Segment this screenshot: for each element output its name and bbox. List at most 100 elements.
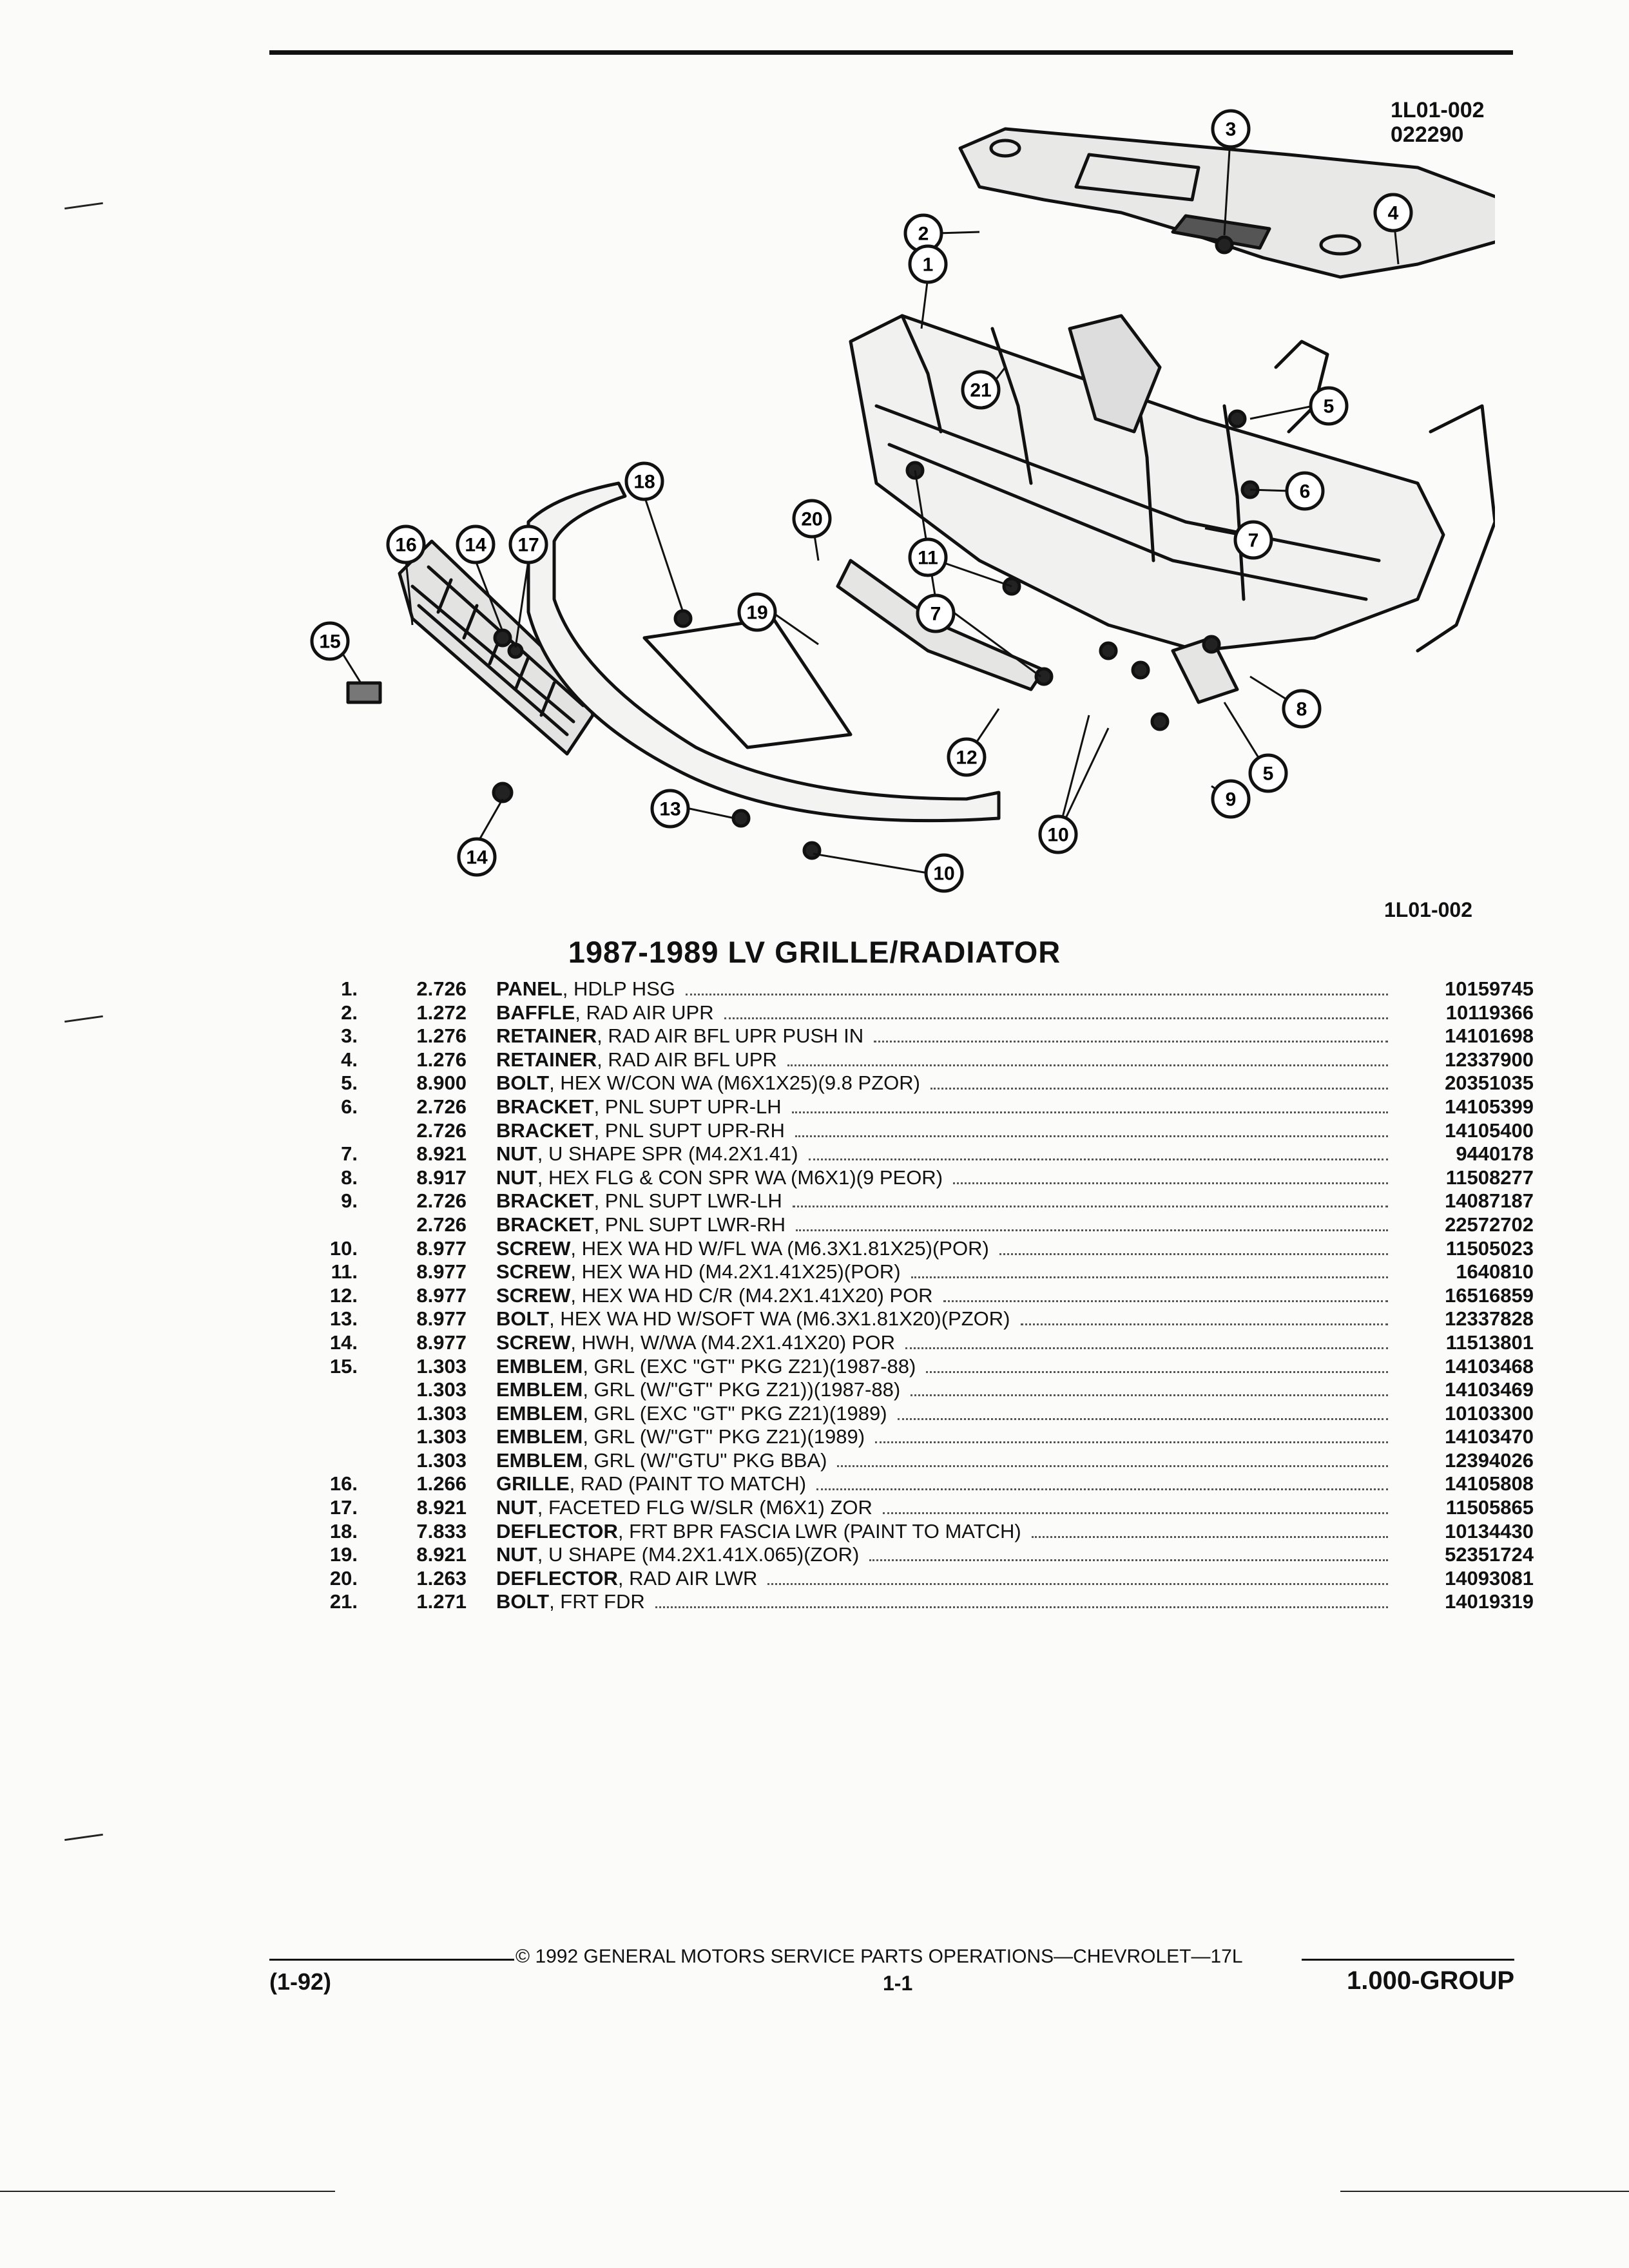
item-spec: , GRL (EXC "GT" PKG Z21)(1987-88) [583, 1354, 916, 1378]
footer-rule-right [1302, 1959, 1514, 1961]
item-name: DEFLECTOR [496, 1519, 618, 1542]
item-spec: , GRL (W/"GT" PKG Z21))(1987-88) [583, 1378, 901, 1401]
svg-text:21: 21 [970, 380, 991, 401]
item-spec: , HEX FLG & CON SPR WA (M6X1)(9 PEOR) [537, 1166, 943, 1189]
item-description: NUT, U SHAPE (M4.2X1.41X.065)(ZOR) 523517… [496, 1543, 1534, 1567]
item-spec: , FACETED FLG W/SLR (M6X1) ZOR [537, 1496, 872, 1519]
leader-dots [837, 1465, 1388, 1467]
leader-dots [1031, 1535, 1388, 1538]
svg-text:2: 2 [918, 224, 929, 245]
svg-text:20: 20 [801, 509, 822, 530]
item-spec: , U SHAPE (M4.2X1.41X.065)(ZOR) [537, 1543, 860, 1566]
item-spec: , HDLP HSG [562, 977, 675, 1000]
item-name: BRACKET [496, 1189, 594, 1213]
part-number: 14093081 [1445, 1566, 1534, 1590]
item-number: 15. [329, 1354, 358, 1378]
item-group-code: 1.276 [416, 1048, 467, 1071]
callout-16: 16 [386, 524, 426, 564]
part-number: 22572702 [1445, 1213, 1534, 1236]
item-group-code: 1.272 [416, 1001, 467, 1024]
callout-13: 13 [650, 789, 690, 829]
item-name: NUT [496, 1543, 537, 1566]
item-name: EMBLEM [496, 1354, 583, 1378]
item-number: 17. [329, 1496, 358, 1519]
item-spec: , PNL SUPT UPR-LH [593, 1095, 782, 1118]
item-group-code: 1.303 [416, 1425, 467, 1448]
item-description: BOLT, HEX WA HD W/SOFT WA (M6.3X1.81X20)… [496, 1307, 1534, 1331]
item-number: 7. [341, 1142, 358, 1166]
part-number: 14103470 [1445, 1425, 1534, 1448]
svg-text:8: 8 [1296, 699, 1307, 720]
svg-text:1: 1 [923, 255, 934, 276]
leader-dots [911, 1394, 1388, 1397]
item-group-code: 1.263 [416, 1566, 467, 1590]
callout-15: 15 [310, 621, 350, 661]
scan-mark [64, 1015, 103, 1023]
item-spec: , U SHAPE SPR (M4.2X1.41) [537, 1142, 798, 1166]
item-spec: , GRL (W/"GTU" PKG BBA) [583, 1448, 827, 1472]
part-number: 14103468 [1445, 1354, 1534, 1378]
footer-rule-left [269, 1959, 514, 1961]
svg-text:17: 17 [517, 535, 539, 556]
leader-dots [655, 1606, 1388, 1609]
item-group-code: 8.917 [416, 1166, 467, 1189]
item-group-code: 8.977 [416, 1307, 467, 1331]
callout-11: 11 [908, 537, 948, 577]
item-spec: , PNL SUPT LWR-LH [593, 1189, 782, 1213]
item-name: GRILLE [496, 1472, 570, 1495]
svg-text:5: 5 [1324, 396, 1335, 418]
leader-dots [795, 1135, 1388, 1137]
svg-text:5: 5 [1263, 764, 1274, 785]
part-number: 1640810 [1456, 1260, 1534, 1283]
item-number: 10. [329, 1236, 358, 1260]
leader-dots [724, 1017, 1388, 1019]
item-name: NUT [496, 1142, 537, 1166]
leader-dots [911, 1276, 1388, 1279]
leader-dots [999, 1253, 1388, 1255]
part-number: 11508277 [1445, 1166, 1534, 1189]
item-number: 4. [341, 1048, 358, 1071]
item-spec: , PNL SUPT UPR-RH [593, 1119, 785, 1142]
part-number: 14103469 [1445, 1378, 1534, 1401]
callout-17: 17 [508, 524, 548, 564]
part-number: 10134430 [1445, 1519, 1534, 1542]
item-spec: , HWH, W/WA (M4.2X1.41X20) POR [570, 1331, 895, 1354]
item-group-code: 8.900 [416, 1072, 467, 1095]
item-group-code: 1.303 [416, 1378, 467, 1401]
item-name: RETAINER [496, 1048, 597, 1071]
leader-dots [926, 1370, 1388, 1373]
item-spec: , FRT BPR FASCIA LWR (PAINT TO MATCH) [617, 1519, 1021, 1542]
part-number: 12337900 [1445, 1048, 1534, 1071]
item-group-code: 1.276 [416, 1024, 467, 1048]
item-name: EMBLEM [496, 1425, 583, 1448]
item-group-code: 8.977 [416, 1283, 467, 1307]
item-number: 16. [329, 1472, 358, 1495]
item-name: NUT [496, 1166, 537, 1189]
part-number: 52351724 [1445, 1543, 1534, 1566]
part-number: 11513801 [1445, 1331, 1534, 1354]
item-spec: , HEX WA HD (M4.2X1.41X25)(POR) [570, 1260, 901, 1283]
item-description: BOLT, HEX W/CON WA (M6X1X25)(9.8 PZOR)20… [496, 1072, 1534, 1095]
callout-12: 12 [947, 737, 987, 777]
item-name: RETAINER [496, 1024, 597, 1048]
item-group-code: 8.977 [416, 1260, 467, 1283]
leader-dots [943, 1300, 1388, 1302]
item-group-code: 2.726 [416, 1213, 467, 1236]
